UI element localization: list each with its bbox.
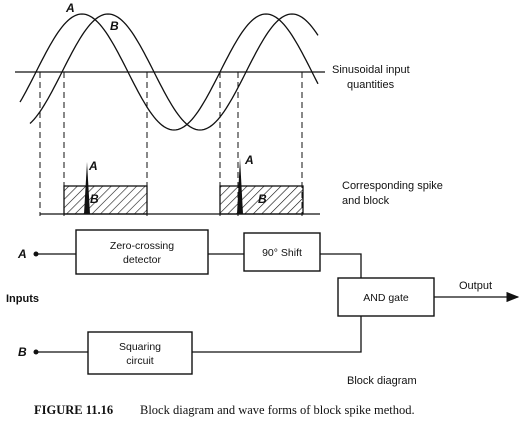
- spike-a-label-1: A: [88, 159, 98, 173]
- block-diagram-section: A Zero-crossing detector 90° Shift AND g…: [6, 229, 520, 387]
- caption-text: Block diagram and wave forms of block sp…: [140, 403, 415, 417]
- sinusoid-label-line2: quantities: [347, 79, 395, 91]
- spike-label-line1: Corresponding spike: [342, 180, 443, 192]
- and-gate-box: [337, 277, 435, 317]
- spike-a-1: [84, 162, 90, 214]
- squaring-label-line2: circuit: [126, 355, 154, 367]
- zero-crossing-detector-box: [75, 229, 209, 275]
- input-a-label: A: [17, 247, 27, 261]
- squaring-circuit-box: [87, 331, 193, 375]
- zero-crossing-label-line2: detector: [123, 254, 161, 266]
- sinusoid-label-line1: Sinusoidal input: [332, 64, 410, 76]
- spike-block-section: A B A B Corresponding spike and block: [40, 153, 443, 215]
- block-diagram-label: Block diagram: [347, 375, 417, 387]
- squaring-label-line1: Squaring: [119, 341, 161, 353]
- block-b-label-2: B: [258, 192, 267, 206]
- spike-a-2: [237, 158, 243, 214]
- output-label: Output: [459, 280, 492, 292]
- inputs-label: Inputs: [6, 293, 39, 305]
- wave-b-label: B: [110, 19, 119, 33]
- phase-shift-box: [243, 232, 321, 272]
- caption-figure-number: FIGURE 11.16: [34, 403, 113, 417]
- block-b-1: [63, 185, 148, 215]
- wave-a: [19, 13, 319, 131]
- spike-label-line2: and block: [342, 195, 390, 207]
- wave-a-label: A: [65, 1, 75, 15]
- phase-shift-label: 90° Shift: [262, 247, 302, 259]
- input-b-label: B: [18, 345, 27, 359]
- wave-b: [29, 13, 319, 131]
- figure-caption: FIGURE 11.16 Block diagram and wave form…: [34, 403, 415, 417]
- and-gate-label: AND gate: [363, 292, 409, 304]
- zero-crossing-label-line1: Zero-crossing: [110, 240, 174, 252]
- block-b-label-1: B: [90, 192, 99, 206]
- block-b-2: [219, 185, 304, 215]
- spike-a-label-2: A: [244, 153, 254, 167]
